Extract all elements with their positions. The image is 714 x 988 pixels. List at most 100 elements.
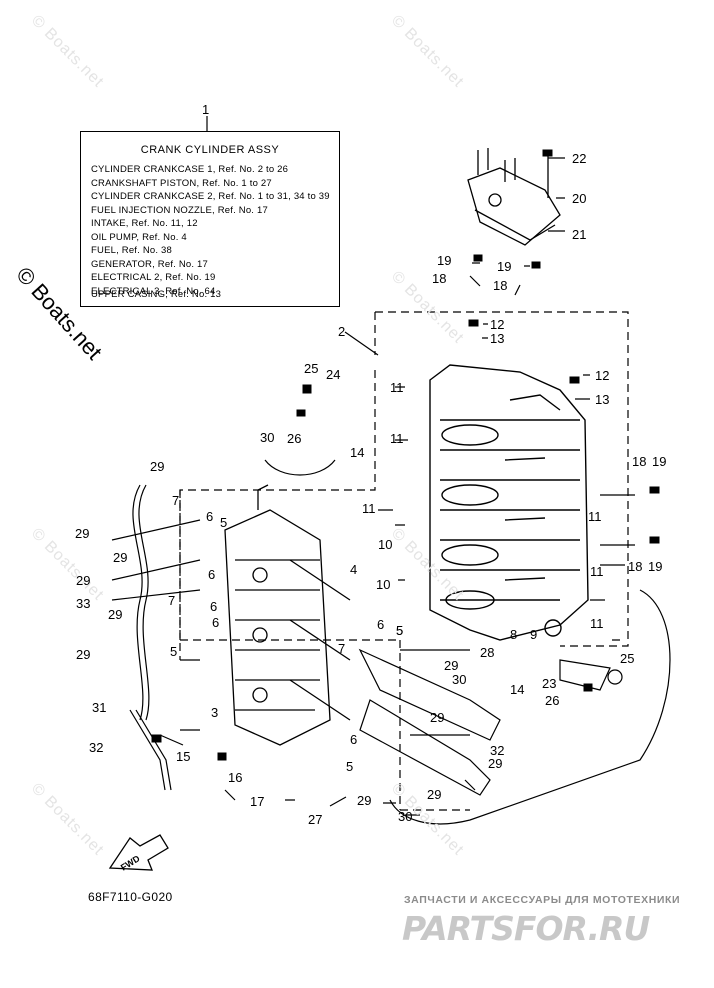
callout-11: 11 [390, 431, 404, 446]
callout-12: 12 [490, 317, 505, 332]
callout-26: 26 [287, 431, 302, 446]
callout-5: 5 [346, 759, 354, 774]
legend-line: UPPER CASING, Ref. No. 13 [91, 289, 222, 300]
callout-32: 32 [89, 740, 104, 755]
callout-19: 19 [437, 253, 452, 268]
callout-6: 6 [212, 615, 220, 630]
callout-19: 19 [652, 454, 667, 469]
crankcase-block [429, 364, 589, 641]
callout-13: 13 [595, 392, 610, 407]
callout-10: 10 [376, 577, 391, 592]
legend-line: CRANKSHAFT PISTON, Ref. No. 1 to 27 [91, 177, 272, 189]
callout-18: 18 [628, 559, 643, 574]
legend-line: INTAKE, Ref. No. 11, 12 [91, 218, 198, 229]
callout-19: 19 [648, 559, 663, 574]
callout-11: 11 [362, 501, 376, 516]
callout-13: 13 [490, 331, 505, 346]
callout-18: 18 [493, 278, 508, 293]
callout-7: 7 [338, 641, 346, 656]
callout-29: 29 [357, 793, 372, 808]
promo-caption: ЗАПЧАСТИ И АКСЕССУАРЫ ДЛЯ МОТОТЕХНИКИ [404, 894, 681, 906]
callout-17: 17 [250, 794, 265, 809]
legend-title: CRANK CYLINDER ASSY [140, 144, 280, 156]
promo-logo: PARTSFOR.RU [402, 909, 650, 948]
callout-30: 30 [398, 809, 413, 824]
callout-5: 5 [396, 623, 404, 638]
dashed-frame-intake [179, 490, 470, 811]
callout-18: 18 [632, 454, 647, 469]
legend-line: GENERATOR, Ref. No. 17 [91, 258, 209, 270]
fwd-arrow [108, 834, 169, 871]
callout-29: 29 [75, 526, 90, 541]
callout-29: 29 [427, 787, 442, 802]
callout-16: 16 [228, 770, 243, 785]
callout-6: 6 [377, 617, 385, 632]
thermostat-cover [467, 148, 561, 246]
callout-6: 6 [210, 599, 218, 614]
legend-line: CYLINDER CRANKCASE 2, Ref. No. 1 to 31, … [91, 191, 330, 202]
callout-11: 11 [590, 564, 604, 579]
callout-5: 5 [396, 623, 404, 638]
hose-assembly [111, 459, 336, 791]
callout-6: 6 [206, 509, 214, 524]
callout-24: 24 [326, 367, 341, 382]
callout-7: 7 [168, 593, 176, 608]
callout-1: 1 [202, 102, 210, 117]
callout-12: 12 [595, 368, 610, 383]
legend-box: CRANK CYLINDER ASSY CYLINDER CRANKCASE 1… [80, 131, 340, 307]
callout-14: 14 [350, 445, 365, 460]
callout-29: 29 [108, 607, 123, 622]
fuel-rail-assembly [358, 589, 671, 825]
callout-25: 25 [620, 651, 635, 666]
callout-14: 14 [510, 682, 525, 697]
callout-4: 4 [350, 562, 358, 577]
callout-31: 31 [92, 700, 107, 715]
legend-line: ELECTRICAL 2, Ref. No. 19 [91, 272, 216, 283]
callout-29: 29 [444, 658, 459, 673]
callout-30: 30 [452, 672, 467, 687]
legend-line: OIL PUMP, Ref. No. 4 [91, 231, 187, 243]
callout-25: 25 [304, 361, 319, 376]
callout-27: 27 [308, 812, 323, 827]
callout-32: 32 [490, 743, 505, 758]
callout-22: 22 [572, 151, 587, 166]
intake-manifold [224, 484, 351, 746]
callout-18: 18 [432, 271, 447, 286]
callout-29: 29 [488, 756, 503, 771]
callout-9: 9 [530, 627, 538, 642]
callout-6: 6 [350, 732, 358, 747]
callout-2: 2 [338, 324, 346, 339]
callout-8: 8 [510, 627, 518, 642]
callout-15: 15 [176, 749, 191, 764]
callout-6: 6 [208, 567, 216, 582]
legend-line: FUEL INJECTION NOZZLE, Ref. No. 17 [91, 204, 268, 216]
callout-21: 21 [572, 227, 587, 242]
callout-3: 3 [211, 705, 219, 720]
fasteners [151, 149, 660, 761]
callout-29: 29 [150, 459, 165, 474]
legend-line: CYLINDER CRANKCASE 1, Ref. No. 2 to 26 [91, 164, 289, 175]
diagram-code: 68F7110-G020 [88, 890, 173, 904]
callout-26: 26 [545, 693, 560, 708]
callout-23: 23 [542, 676, 557, 691]
callout-11: 11 [590, 616, 604, 631]
callout-29: 29 [430, 710, 445, 725]
callout-19: 19 [497, 259, 512, 274]
callout-29: 29 [76, 647, 91, 662]
callout-10: 10 [378, 537, 393, 552]
legend-line: ELECTRICAL 3, Ref. No. 64 [91, 285, 216, 297]
callout-29: 29 [76, 573, 91, 588]
callout-20: 20 [572, 191, 587, 206]
callout-33: 33 [76, 596, 91, 611]
callout-30: 30 [260, 430, 275, 445]
callout-5: 5 [220, 515, 228, 530]
dashed-frame-crankcase [179, 311, 629, 660]
callout-28: 28 [480, 645, 495, 660]
callout-29: 29 [113, 550, 128, 565]
leader-lines [159, 116, 635, 816]
callout-11: 11 [588, 509, 602, 524]
callout-7: 7 [172, 493, 180, 508]
callout-5: 5 [170, 644, 178, 659]
callout-11: 11 [390, 380, 404, 395]
